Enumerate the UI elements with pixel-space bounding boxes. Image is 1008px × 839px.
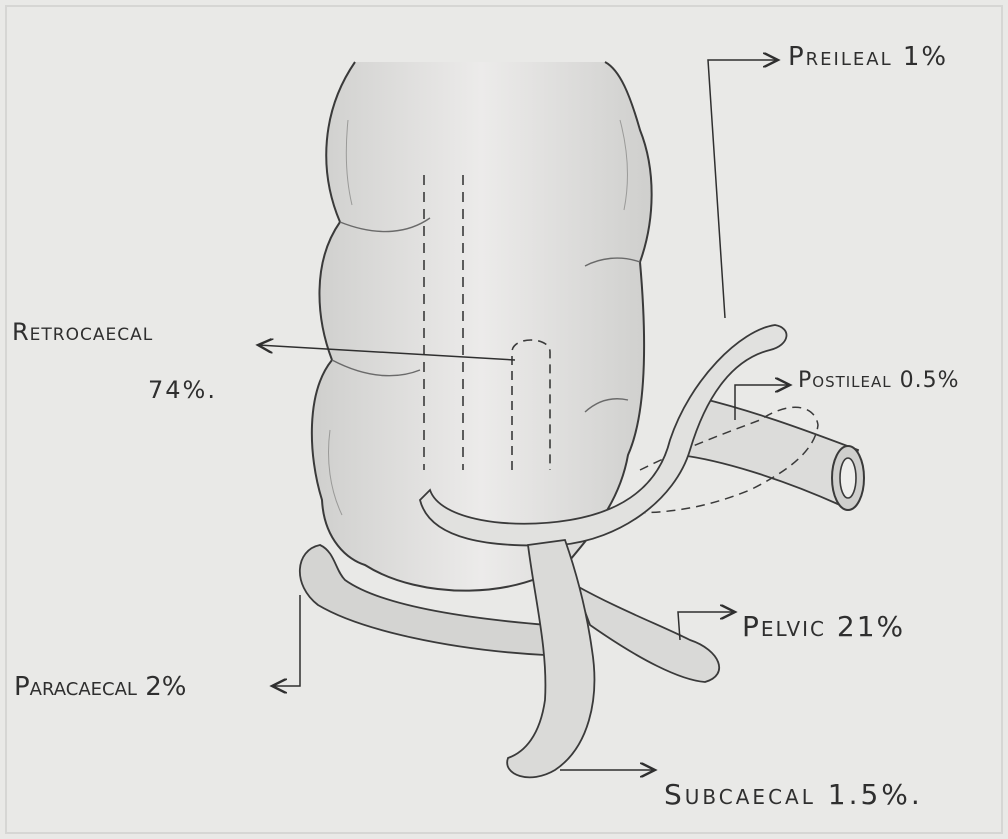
label-subcaecal: Subcaecal 1.5%. bbox=[664, 778, 923, 811]
label-preileal: Preileal 1% bbox=[788, 42, 948, 72]
pelvic-leader bbox=[678, 612, 735, 640]
preileal-leader bbox=[708, 60, 778, 318]
label-postileal: Postileal 0.5% bbox=[798, 368, 960, 393]
ileum-lumen-inner bbox=[840, 458, 856, 498]
label-retrocaecal-percent: 74%. bbox=[148, 376, 217, 404]
label-pelvic: Pelvic 21% bbox=[742, 610, 905, 643]
paracaecal-leader bbox=[272, 595, 300, 686]
label-retrocaecal: Retrocaecal bbox=[12, 318, 153, 346]
caecum-body bbox=[312, 62, 652, 591]
label-paracaecal: Paracaecal 2% bbox=[14, 672, 186, 702]
pelvic-appendix bbox=[575, 585, 719, 682]
